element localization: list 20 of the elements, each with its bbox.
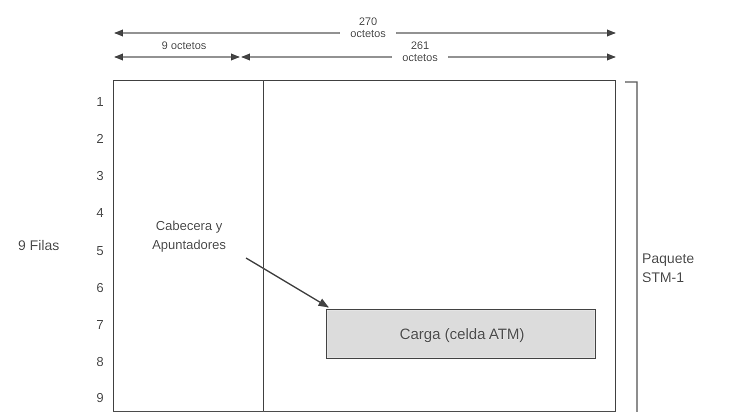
row-number: 6 <box>95 280 105 296</box>
arrow <box>246 257 329 308</box>
dimension-label: 270 octetos <box>340 16 396 40</box>
row-number: 7 <box>95 317 105 333</box>
row-number: 4 <box>95 205 105 221</box>
row-number: 8 <box>95 354 105 370</box>
row-number: 5 <box>95 243 105 259</box>
dimension-label: 261 octetos <box>392 40 448 64</box>
overhead-column <box>113 80 264 412</box>
frame-label: Paquete STM-1 <box>642 249 696 287</box>
row-number: 1 <box>95 94 105 110</box>
row-number: 2 <box>95 131 105 147</box>
payload-column <box>263 80 616 412</box>
overhead-label: Cabecera y Apuntadores <box>151 217 227 254</box>
payload-box <box>326 309 596 359</box>
dimension-label: 9 octetos <box>160 40 208 52</box>
row-number: 9 <box>95 390 105 406</box>
row-number: 3 <box>95 168 105 184</box>
row-count-label: 9 Filas <box>18 236 60 255</box>
payload-label: Carga (celda ATM) <box>398 325 526 344</box>
